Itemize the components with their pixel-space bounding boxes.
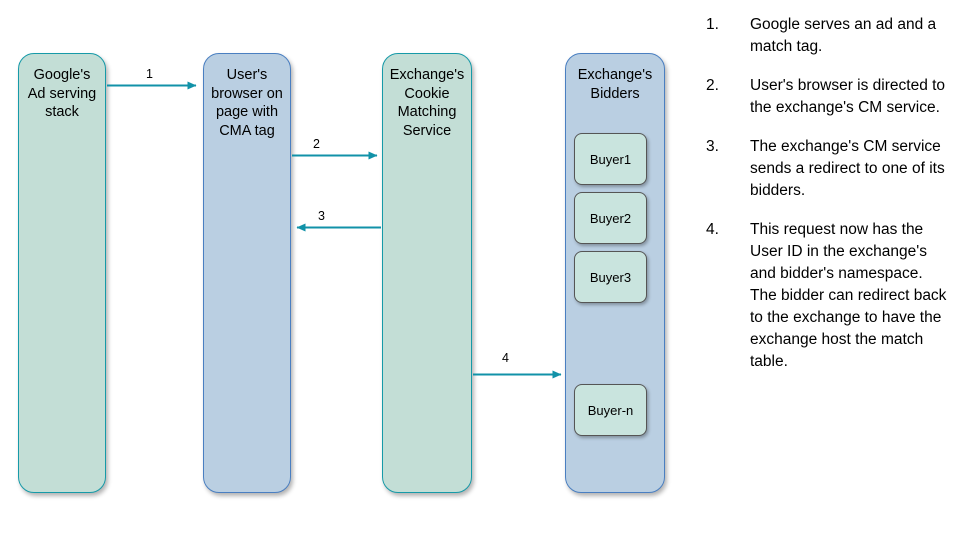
step-item: 3. The exchange's CM service sends a red…: [706, 136, 950, 202]
buyer-label: Buyer2: [589, 210, 632, 226]
lane-exchange-cookie-matching-service: Exchange's Cookie Matching Service: [382, 53, 472, 493]
lane-label-exchange-cookie-matching-service: Exchange's Cookie Matching Service: [389, 67, 465, 139]
step-text: User's browser is directed to the exchan…: [750, 77, 946, 116]
buyer-box[interactable]: Buyer2: [574, 192, 647, 244]
step-number: 1.: [706, 16, 719, 33]
step-number: 4.: [706, 221, 719, 238]
buyer-label: Buyer1: [589, 151, 632, 167]
buyer-box[interactable]: Buyer3: [574, 251, 647, 303]
step-number: 3.: [706, 138, 719, 155]
arrow-label-4: 4: [502, 351, 509, 365]
step-item: 4. This request now has the User ID in t…: [706, 219, 950, 373]
lane-label-user-browser: User's browser on page with CMA tag: [211, 67, 283, 139]
buyer-box[interactable]: Buyer-n: [574, 384, 647, 436]
step-text: The exchange's CM service sends a redire…: [750, 138, 945, 199]
step-item: 1. Google serves an ad and a match tag.: [706, 14, 950, 58]
lane-label-google-ad-serving-stack: Google's Ad serving stack: [27, 67, 97, 121]
buyer-label: Buyer3: [589, 269, 632, 285]
lane-google-ad-serving-stack: Google's Ad serving stack: [18, 53, 106, 493]
step-item: 2. User's browser is directed to the exc…: [706, 75, 950, 119]
step-number: 2.: [706, 77, 719, 94]
lane-user-browser: User's browser on page with CMA tag: [203, 53, 291, 493]
arrow-label-1: 1: [146, 67, 153, 81]
buyer-box[interactable]: Buyer1: [574, 133, 647, 185]
steps-list: 1. Google serves an ad and a match tag. …: [706, 14, 950, 390]
lane-label-exchange-bidders: Exchange's Bidders: [577, 67, 653, 102]
buyer-label: Buyer-n: [587, 402, 634, 418]
arrow-label-3: 3: [318, 209, 325, 223]
step-text: Google serves an ad and a match tag.: [750, 16, 937, 55]
arrow-label-2: 2: [313, 137, 320, 151]
step-text: This request now has the User ID in the …: [750, 221, 947, 370]
